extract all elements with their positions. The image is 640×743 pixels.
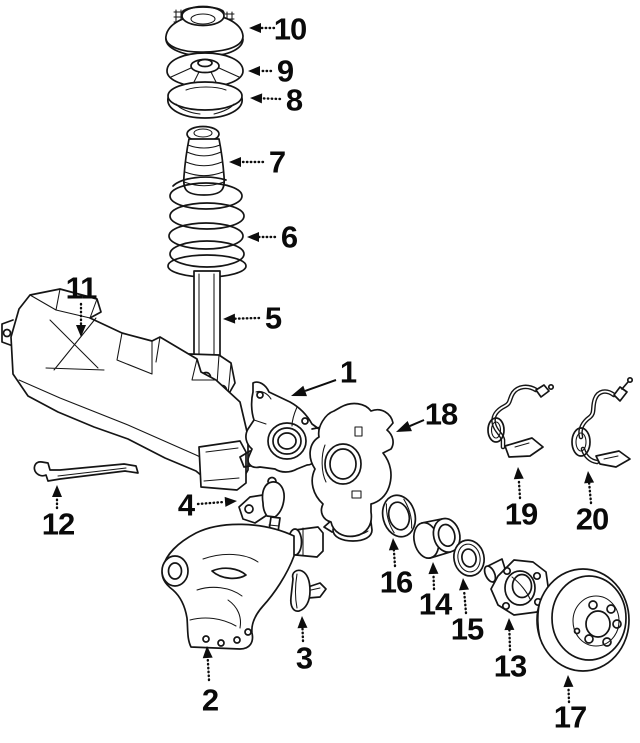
part-10-strut-support-mount-icon — [165, 5, 244, 57]
callout-label-11[interactable]: 11 — [66, 271, 99, 306]
callout-label-14[interactable]: 14 — [419, 587, 454, 622]
callout-arrow-line — [432, 572, 436, 591]
part-4-ball-joint-icon — [238, 476, 285, 533]
callout-arrowhead-icon — [249, 23, 261, 33]
callout-arrow-line — [462, 588, 468, 615]
callout-arrow-line — [206, 656, 211, 682]
callout-label-7[interactable]: 7 — [269, 145, 286, 180]
callout-arrowhead-icon — [513, 467, 524, 480]
callout-arrowhead-icon — [396, 421, 412, 432]
callout-5-strut-shock-absorber[interactable]: 5 — [223, 301, 283, 336]
callout-label-17[interactable]: 17 — [554, 700, 587, 735]
callout-label-18[interactable]: 18 — [425, 397, 459, 432]
callout-2-lower-control-arm[interactable]: 2 — [202, 646, 219, 718]
callout-label-2[interactable]: 2 — [202, 683, 219, 718]
callout-arrow-line — [409, 419, 425, 428]
callout-20-speed-sensor-harness-b[interactable]: 20 — [576, 471, 609, 537]
callout-arrowhead-icon — [250, 93, 263, 104]
callout-arrow-line — [301, 626, 305, 643]
callout-14-wheel-bearing[interactable]: 14 — [419, 562, 454, 622]
callout-arrowhead-icon — [247, 232, 259, 242]
part-15-inner-bearing-icon — [453, 539, 485, 577]
part-2-lower-control-arm-icon — [161, 523, 324, 650]
callout-arrowhead-icon — [563, 675, 574, 688]
part-17-brake-rotor-icon — [536, 568, 630, 672]
callout-arrowhead-icon — [223, 313, 236, 324]
callout-1-steering-knuckle[interactable]: 1 — [291, 355, 358, 397]
callout-arrow-line — [567, 685, 571, 704]
callout-label-10[interactable]: 10 — [274, 12, 307, 47]
callout-6-coil-spring[interactable]: 6 — [247, 220, 299, 255]
callout-arrowhead-icon — [202, 646, 213, 659]
callout-arrow-line — [508, 628, 512, 652]
callout-7-bumper-dust-boot[interactable]: 7 — [229, 145, 286, 180]
callout-label-4[interactable]: 4 — [178, 488, 197, 523]
callout-16-grease-seal[interactable]: 16 — [380, 538, 414, 600]
callout-label-5[interactable]: 5 — [265, 301, 283, 336]
callout-arrow-line — [196, 500, 227, 506]
callout-label-6[interactable]: 6 — [281, 220, 299, 255]
callout-arrowhead-icon — [291, 385, 307, 397]
callout-arrowhead-icon — [504, 618, 515, 631]
callout-3-control-arm-bushing[interactable]: 3 — [296, 616, 314, 676]
part-16-grease-seal-icon — [381, 494, 417, 538]
callout-arrowhead-icon — [248, 66, 260, 76]
callout-label-20[interactable]: 20 — [576, 502, 609, 537]
callout-label-19[interactable]: 19 — [505, 497, 539, 532]
part-14-wheel-bearing-icon — [413, 517, 461, 559]
callout-9-spring-upper-seat[interactable]: 9 — [248, 54, 295, 89]
callout-19-speed-sensor-harness-a[interactable]: 19 — [505, 467, 539, 532]
callout-arrow-line — [304, 379, 337, 392]
part-18-splash-shield-icon — [309, 402, 394, 542]
callout-arrowhead-icon — [297, 616, 308, 629]
callout-11-suspension-crossmember[interactable]: 11 — [66, 271, 98, 338]
callout-arrowhead-icon — [224, 496, 237, 507]
callout-13-wheel-hub[interactable]: 13 — [494, 618, 528, 684]
part-7-bumper-dust-boot-icon — [182, 125, 226, 196]
callout-label-12[interactable]: 12 — [42, 507, 75, 542]
callout-label-9[interactable]: 9 — [277, 54, 295, 89]
callout-10-strut-support-mount[interactable]: 10 — [249, 12, 307, 47]
callout-arrow-line — [260, 97, 282, 101]
callout-arrowhead-icon — [584, 471, 595, 484]
callout-8-spring-upper-insulator[interactable]: 8 — [250, 83, 304, 118]
callout-12-brace-rod[interactable]: 12 — [42, 485, 75, 542]
part-1-steering-knuckle-icon — [239, 381, 326, 473]
part-9-spring-upper-seat-icon — [166, 52, 244, 88]
callout-15-inner-bearing[interactable]: 15 — [451, 578, 485, 647]
callout-label-3[interactable]: 3 — [296, 641, 314, 676]
callout-label-15[interactable]: 15 — [451, 612, 485, 647]
callout-label-8[interactable]: 8 — [286, 83, 304, 118]
part-19-speed-sensor-harness-icon — [487, 383, 555, 458]
part-20-speed-sensor-harness-icon — [571, 376, 634, 468]
callout-label-13[interactable]: 13 — [494, 649, 528, 684]
part-12-brace-rod-icon — [33, 461, 139, 482]
callout-arrowhead-icon — [52, 485, 62, 497]
callout-label-1[interactable]: 1 — [340, 355, 358, 390]
part-8-spring-upper-insulator-icon — [167, 81, 243, 119]
callout-arrow-line — [233, 316, 261, 320]
callout-arrowhead-icon — [428, 562, 439, 575]
callout-arrowhead-icon — [76, 325, 86, 337]
callout-4-ball-joint[interactable]: 4 — [178, 488, 237, 523]
callout-arrowhead-icon — [388, 538, 399, 551]
callout-arrowhead-icon — [459, 578, 470, 591]
callout-label-16[interactable]: 16 — [380, 565, 414, 600]
callout-arrow-line — [587, 481, 593, 505]
part-3-control-arm-bushing-icon — [289, 569, 327, 612]
callout-arrow-line — [392, 548, 397, 568]
part-13-wheel-hub-icon — [483, 558, 550, 616]
callout-18-splash-shield[interactable]: 18 — [396, 397, 459, 433]
callout-arrowhead-icon — [229, 157, 241, 167]
callout-17-brake-rotor[interactable]: 17 — [554, 675, 587, 735]
callout-arrow-line — [517, 477, 522, 500]
